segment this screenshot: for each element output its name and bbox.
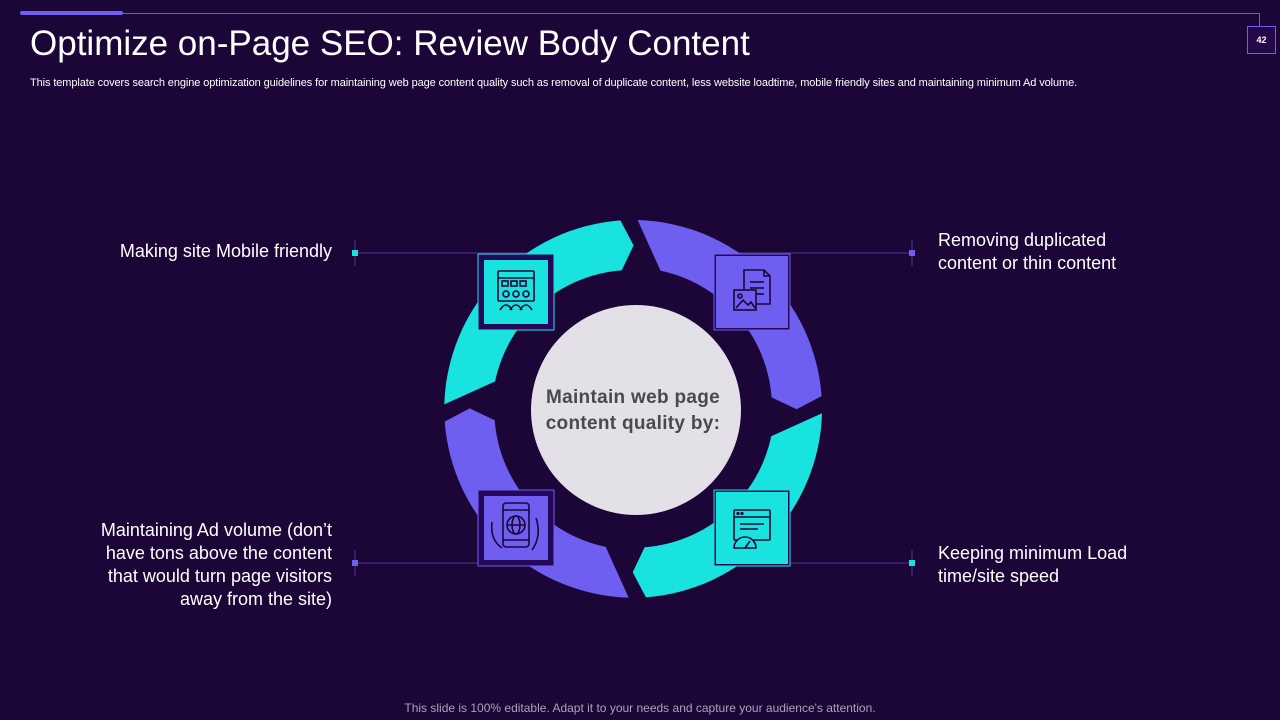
slide-title: Optimize on-Page SEO: Review Body Conten… (30, 24, 750, 63)
top-divider-line (20, 13, 1260, 14)
connector-dot-bottom-right (909, 560, 915, 566)
mobile-globe-icon (477, 489, 555, 567)
connector-dot-top-left (352, 250, 358, 256)
website-users-icon (477, 253, 555, 331)
ring-segment-bottom-right (632, 413, 822, 598)
center-circle (531, 305, 741, 515)
connector-dot-bottom-left (352, 560, 358, 566)
center-caption: Maintain web page content quality by: (545, 387, 721, 434)
item-label-mobile-friendly: Making site Mobile friendly (119, 241, 332, 261)
top-accent-bar (20, 11, 123, 15)
item-label-load-time: Keeping minimum Load time/site speed (938, 543, 1128, 586)
item-label-duplicated-content: Removing duplicated content or thin cont… (938, 230, 1117, 273)
ring-segment-top-left (444, 220, 634, 405)
connector-dot-top-right (909, 250, 915, 256)
ring-segment-top-right (637, 220, 822, 410)
document-image-icon (713, 253, 791, 331)
footer-note: This slide is 100% editable. Adapt it to… (404, 701, 876, 715)
page-number-connector (1259, 13, 1260, 27)
page-number: 42 (1247, 26, 1276, 54)
slide-subtitle: This template covers search engine optim… (30, 77, 1078, 89)
item-label-ad-volume: Maintaining Ad volume (don’t have tons a… (100, 520, 332, 609)
ring-segment-bottom-left (444, 408, 629, 598)
browser-speed-icon (713, 489, 791, 567)
